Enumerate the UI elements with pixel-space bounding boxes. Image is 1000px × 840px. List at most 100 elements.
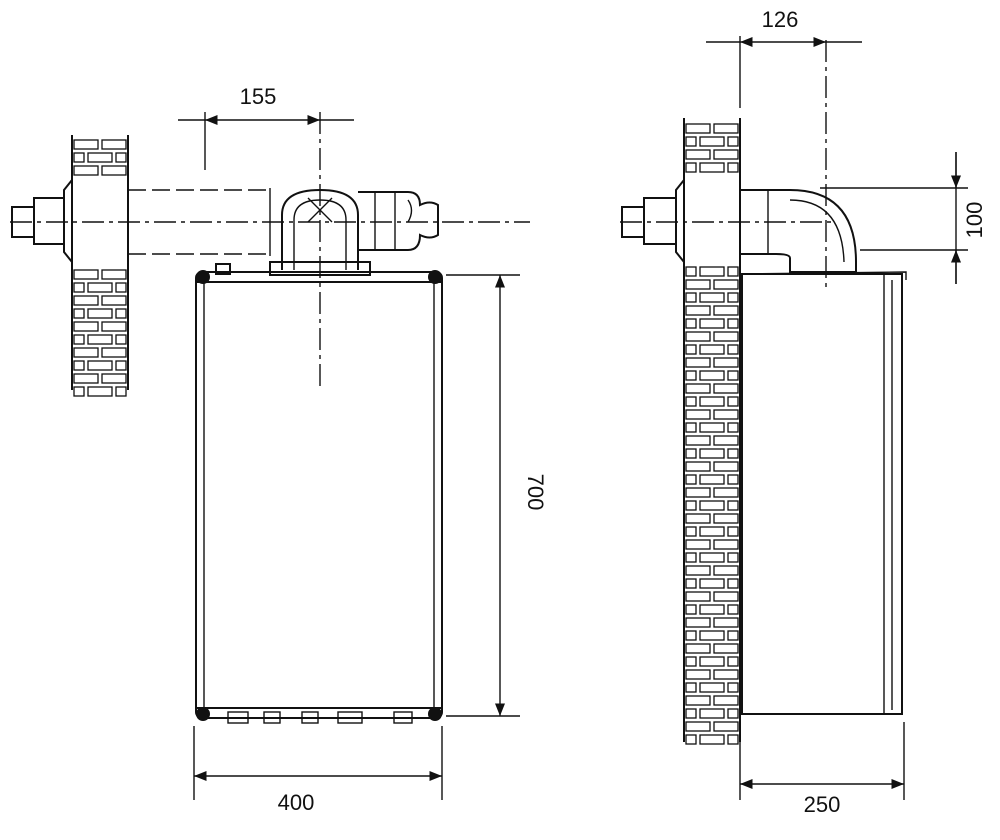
brick <box>699 708 725 719</box>
dim-700: 700 <box>446 274 548 717</box>
brick <box>713 279 739 290</box>
brick <box>713 435 739 446</box>
dim-155-label: 155 <box>240 84 277 109</box>
dim-250: 250 <box>739 722 905 817</box>
brick <box>727 734 739 745</box>
brick <box>713 383 739 394</box>
brick <box>727 344 739 355</box>
brick <box>699 500 725 511</box>
brick <box>727 318 739 329</box>
brick <box>699 136 725 147</box>
dim-100: 100 <box>820 152 987 284</box>
brick <box>713 487 739 498</box>
brick <box>685 461 711 472</box>
brick <box>713 123 739 134</box>
brick <box>727 396 739 407</box>
dim-250-label: 250 <box>804 792 841 817</box>
brick <box>713 461 739 472</box>
dim-400: 400 <box>193 726 443 815</box>
brick <box>73 386 85 397</box>
brick <box>73 347 99 358</box>
brick <box>727 474 739 485</box>
dim-700-label: 700 <box>523 474 548 511</box>
brick <box>699 474 725 485</box>
brick <box>87 152 113 163</box>
brick <box>685 279 711 290</box>
brick <box>685 578 697 589</box>
brick <box>727 266 739 277</box>
brick <box>685 708 697 719</box>
brick <box>101 321 127 332</box>
brick <box>727 604 739 615</box>
brick <box>727 630 739 641</box>
brick <box>73 152 85 163</box>
brick <box>727 136 739 147</box>
brick <box>699 682 725 693</box>
brick <box>685 500 697 511</box>
brick <box>685 539 711 550</box>
brick <box>699 396 725 407</box>
brick <box>713 331 739 342</box>
brick <box>713 617 739 628</box>
brick <box>727 370 739 381</box>
brick <box>101 165 127 176</box>
brick <box>685 292 697 303</box>
brick <box>685 162 697 173</box>
brick <box>699 630 725 641</box>
brick <box>699 292 725 303</box>
brick <box>713 669 739 680</box>
brick <box>727 162 739 173</box>
brick <box>699 734 725 745</box>
brick <box>685 396 697 407</box>
brick <box>727 656 739 667</box>
brick <box>685 474 697 485</box>
brick <box>727 708 739 719</box>
dim-126-label: 126 <box>762 7 799 32</box>
brick <box>101 373 127 384</box>
brick <box>713 721 739 732</box>
brick <box>727 500 739 511</box>
brick <box>685 370 697 381</box>
side-boiler-casing <box>741 271 907 715</box>
brick <box>115 386 127 397</box>
brick <box>713 695 739 706</box>
brick <box>73 165 99 176</box>
brick <box>685 435 711 446</box>
brick <box>727 578 739 589</box>
brick <box>685 331 711 342</box>
brick <box>115 360 127 371</box>
brick <box>73 269 99 280</box>
brick <box>713 149 739 160</box>
brick <box>101 295 127 306</box>
dim-100-label: 100 <box>962 202 987 239</box>
dim-155: 155 <box>178 84 354 170</box>
brick <box>685 721 711 732</box>
brick <box>685 669 711 680</box>
brick <box>685 604 697 615</box>
brick <box>685 422 697 433</box>
brick <box>713 305 739 316</box>
brick <box>699 162 725 173</box>
brick <box>713 513 739 524</box>
brick <box>713 591 739 602</box>
brick <box>87 360 113 371</box>
brick <box>73 360 85 371</box>
brick <box>685 409 711 420</box>
brick <box>685 526 697 537</box>
brick <box>713 357 739 368</box>
brick <box>699 526 725 537</box>
dim-126: 126 <box>706 7 862 108</box>
brick <box>727 448 739 459</box>
brick <box>685 552 697 563</box>
brick <box>115 152 127 163</box>
brick <box>73 334 85 345</box>
brick <box>685 383 711 394</box>
brick <box>699 604 725 615</box>
brick <box>699 552 725 563</box>
brick <box>73 295 99 306</box>
brick <box>685 448 697 459</box>
brick <box>713 565 739 576</box>
front-view: 155 700 400 <box>10 84 548 815</box>
front-flue-terminal <box>11 177 271 265</box>
brick <box>727 422 739 433</box>
